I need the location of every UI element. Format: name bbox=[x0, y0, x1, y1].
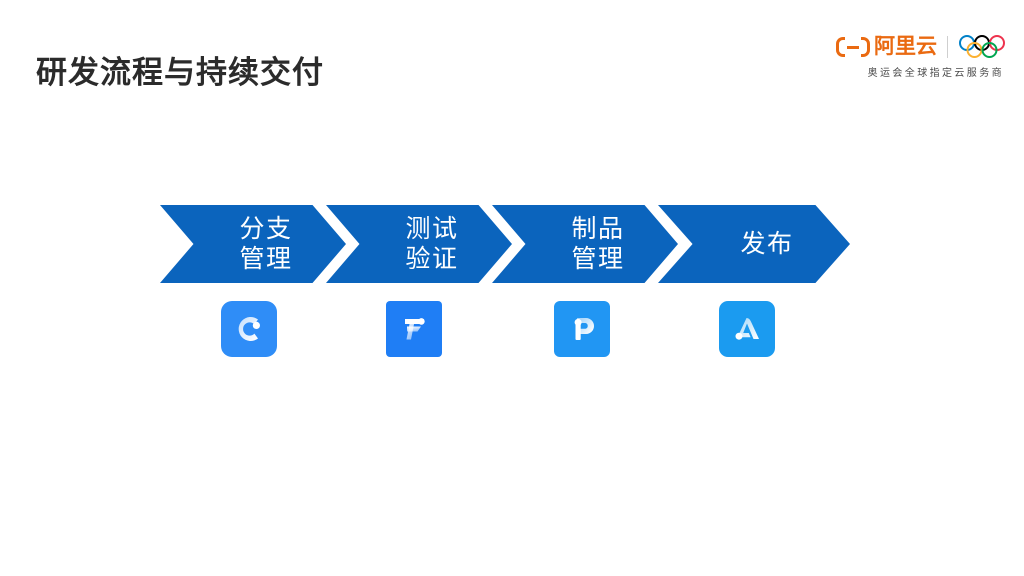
flow-f-icon[interactable] bbox=[386, 301, 442, 357]
alibaba-cloud-bracket-icon bbox=[836, 37, 870, 57]
process-step-1[interactable]: 分支 管理 bbox=[160, 205, 346, 283]
page-title: 研发流程与持续交付 bbox=[36, 54, 324, 90]
alibaba-cloud-logo: 阿里云 bbox=[836, 36, 937, 58]
brand-name-label: 阿里云 bbox=[874, 35, 937, 58]
process-step-3-label: 制品 管理 bbox=[571, 215, 625, 273]
process-step-2[interactable]: 测试 验证 bbox=[326, 205, 512, 283]
process-step-3[interactable]: 制品 管理 bbox=[492, 205, 678, 283]
olympic-rings-icon bbox=[959, 35, 1005, 58]
process-flow-diagram: 分支 管理 测试 验证 制品 管理 发布 bbox=[160, 205, 850, 283]
product-icon-row bbox=[160, 301, 850, 359]
process-step-2-label: 测试 验证 bbox=[405, 215, 459, 273]
brand-logo-row: 阿里云 bbox=[834, 32, 1006, 62]
process-step-4[interactable]: 发布 bbox=[658, 205, 850, 283]
process-step-1-label: 分支 管理 bbox=[239, 215, 293, 273]
process-step-4-label: 发布 bbox=[740, 230, 794, 258]
brand-divider bbox=[947, 36, 948, 58]
brand-tagline: 奥运会全球指定云服务商 bbox=[867, 68, 1004, 79]
brand-logo: 阿里云 奥运会全球指定云服务商 bbox=[834, 32, 1006, 90]
codeup-c-icon[interactable] bbox=[221, 301, 277, 357]
appstack-a-icon[interactable] bbox=[719, 301, 775, 357]
packages-p-icon[interactable] bbox=[554, 301, 610, 357]
